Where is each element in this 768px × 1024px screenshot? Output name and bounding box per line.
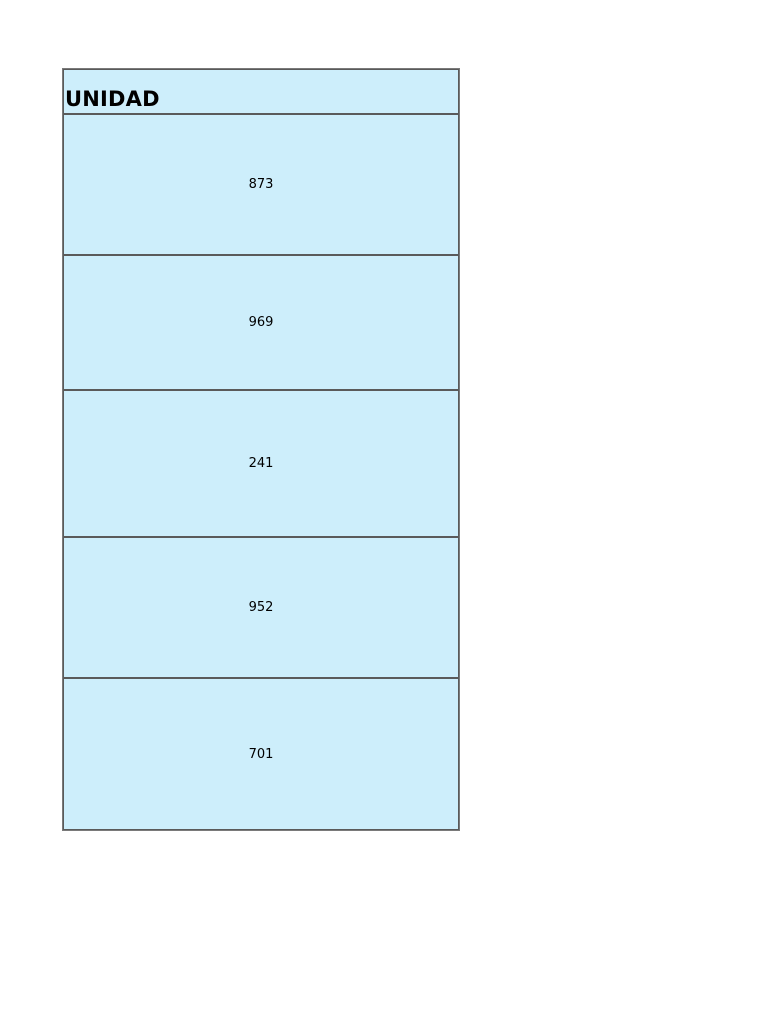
table-row: 873 xyxy=(63,114,459,255)
table-cell-value: 969 xyxy=(63,255,459,390)
column-header-unidad: UNIDAD xyxy=(65,87,160,111)
table-row: 701 xyxy=(63,678,459,830)
table-cell-value: 873 xyxy=(63,114,459,255)
table-row: 952 xyxy=(63,537,459,678)
table-row: 241 xyxy=(63,390,459,537)
table-cell-value: 952 xyxy=(63,537,459,678)
table-header-cell: UNIDAD xyxy=(63,69,459,114)
unidad-table: UNIDAD 873 969 241 952 701 xyxy=(62,68,460,831)
table-row: 969 xyxy=(63,255,459,390)
table-cell-value: 701 xyxy=(63,678,459,830)
table-cell-value: 241 xyxy=(63,390,459,537)
table-header-row: UNIDAD xyxy=(63,69,459,114)
